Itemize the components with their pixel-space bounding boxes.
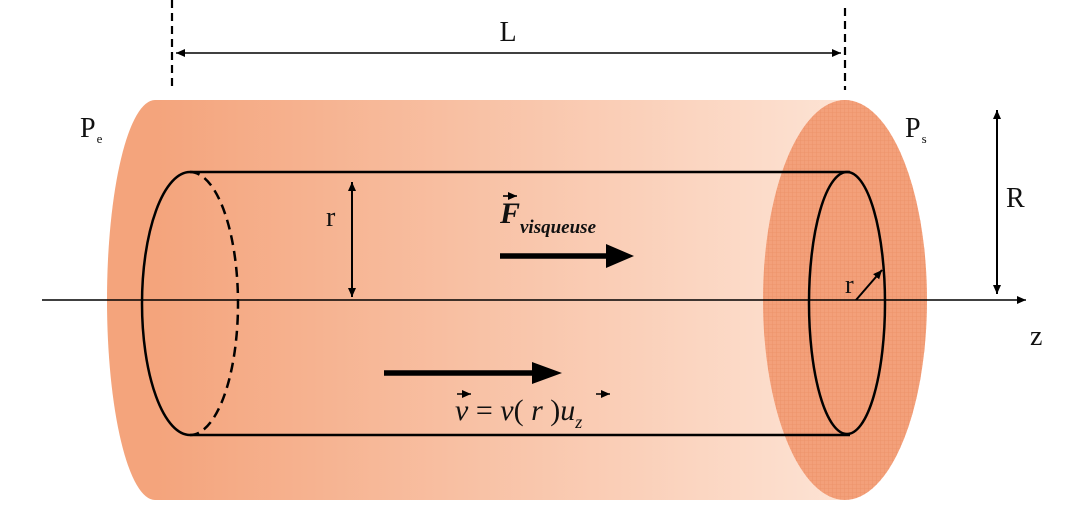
velocity-unit-sub: z	[574, 412, 582, 432]
inner-cylinder-right-end	[807, 170, 887, 436]
pressure-out-label: Ps	[905, 113, 927, 146]
pressure-in-label: Pe	[80, 113, 103, 146]
inner-radius-label-left: r	[326, 202, 336, 233]
velocity-lhs: v	[455, 394, 469, 427]
length-label: L	[499, 17, 516, 48]
velocity-arg: r	[531, 394, 543, 427]
axis-label-z: z	[1030, 321, 1042, 352]
viscous-force-label: F visqueuse	[499, 192, 597, 238]
velocity-arrowhead	[532, 362, 562, 384]
velocity-equals: =	[468, 394, 500, 427]
inner-cylinder-left-front-arc	[140, 170, 191, 437]
velocity-func: v	[500, 394, 514, 427]
force-symbol: F	[499, 197, 520, 230]
inner-cylinder-left-back-arc	[189, 170, 240, 437]
inner-cylinder	[140, 170, 887, 437]
velocity-close-paren: )	[543, 394, 561, 427]
inner-radius-label-right: r	[845, 270, 854, 299]
svg-text:v = v( r )uz: v = v( r )uz	[455, 394, 582, 432]
outer-radius-label: R	[1006, 183, 1025, 214]
velocity-equation: v = v( r )uz	[455, 390, 610, 432]
viscous-force-arrowhead	[606, 244, 634, 268]
force-subscript: visqueuse	[520, 217, 597, 238]
velocity-open-paren: (	[514, 394, 532, 427]
inner-radius-arrow-right	[855, 269, 883, 301]
length-dimension	[170, 0, 847, 90]
velocity-unit-vector: u	[560, 394, 575, 427]
